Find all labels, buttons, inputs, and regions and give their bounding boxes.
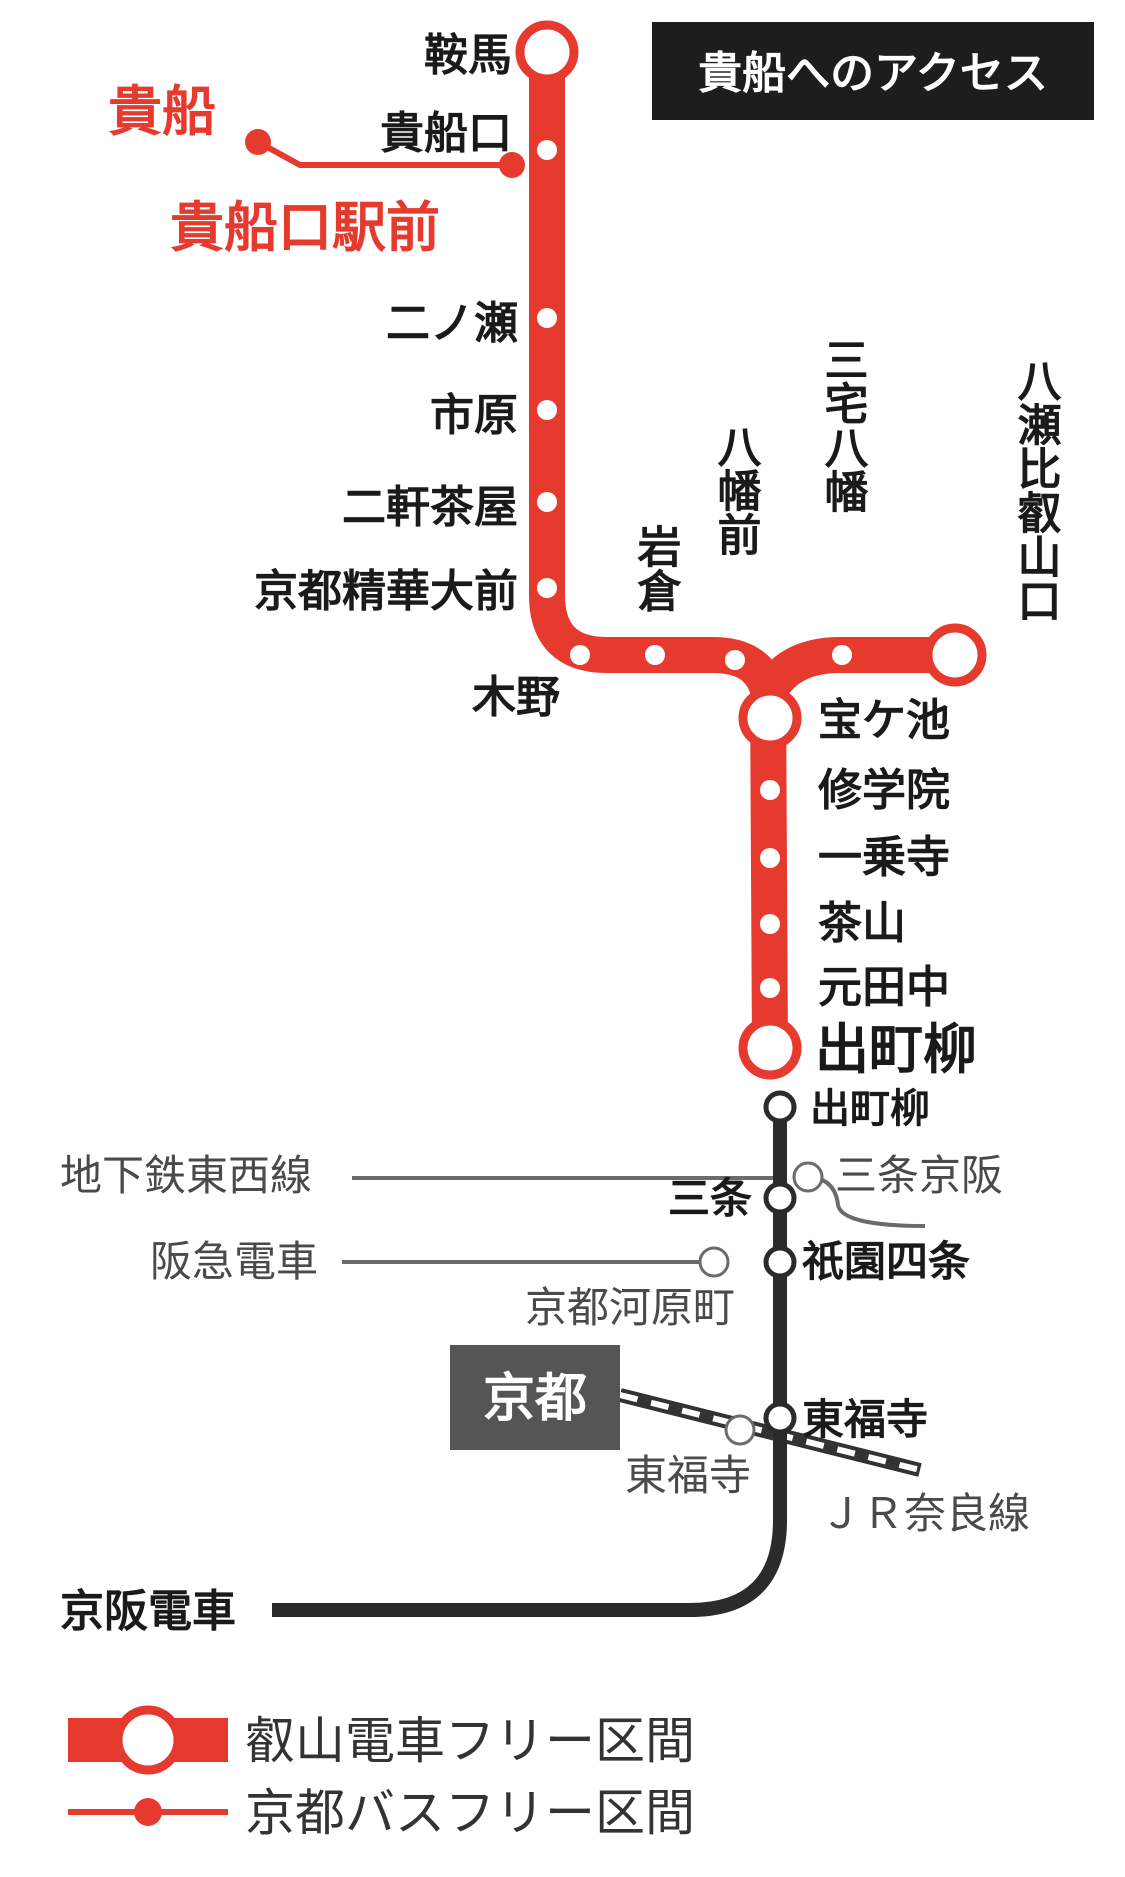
- label-keihan-sanjo: 三条: [668, 1174, 752, 1223]
- bus-stop-kibune: [245, 129, 271, 155]
- sanjo-keihan-connector: [807, 1175, 926, 1228]
- label-ichihara: 市原: [430, 390, 518, 441]
- station-demachiyanagi: [738, 1016, 802, 1080]
- legend: 叡山電車フリー区間 京都バスフリー区間: [68, 1705, 695, 1842]
- label-mototanaka: 元田中: [818, 962, 950, 1013]
- label-keihan-gion-shijo: 祇園四条: [802, 1237, 970, 1286]
- label-yase-hieizanguchi: 八瀬比叡山口: [1010, 358, 1062, 622]
- station-kurama: [515, 20, 579, 84]
- label-kibune: 貴船: [108, 80, 216, 143]
- label-sanjo-keihan: 三条京阪: [835, 1151, 1003, 1200]
- station-iwakura: [645, 645, 665, 665]
- station-chayama: [760, 914, 780, 934]
- keihan-station-tofukuji: [763, 1401, 797, 1435]
- station-shugakuin: [760, 780, 780, 800]
- label-hankyu: 阪急電車: [150, 1237, 318, 1286]
- station-kyoto-kawaramachi: [698, 1246, 730, 1278]
- keihan-line: [272, 1108, 787, 1617]
- legend-eizan-label: 叡山電車フリー区間: [245, 1712, 695, 1770]
- kyoto-station-label: 京都: [483, 1369, 587, 1429]
- station-ichihara: [537, 400, 557, 420]
- label-keihan-line: 京阪電車: [60, 1586, 236, 1637]
- title-box: [652, 22, 1094, 120]
- station-sanjo-keihan: [792, 1161, 824, 1193]
- legend-eizan-circle: [113, 1705, 183, 1775]
- station-kyoto-seika-daimae: [537, 578, 557, 598]
- bus-line: [256, 139, 512, 168]
- station-ninose: [537, 308, 557, 328]
- label-hachimanmae: 八幡前: [710, 424, 762, 556]
- kyoto-station-box: [450, 1345, 620, 1450]
- station-takaragaike: [738, 686, 802, 750]
- label-kyoto-seika-daimae: 京都精華大前: [254, 566, 518, 617]
- station-kibuneguchi: [537, 140, 557, 160]
- label-iwakura: 岩倉: [630, 524, 683, 612]
- label-ninose: 二ノ瀬: [386, 298, 518, 349]
- station-yase-hieizanguchi: [923, 623, 987, 687]
- label-kyoto-kawaramachi: 京都河原町: [525, 1283, 735, 1332]
- label-keihan-tofukuji: 東福寺: [802, 1395, 928, 1444]
- bus-stop-kibuneguchi-ekimae: [499, 152, 525, 178]
- keihan-station-gion-shijo: [763, 1245, 797, 1279]
- station-jr-tofukuji: [724, 1414, 756, 1446]
- label-miyake-hachiman: 三宅八幡: [817, 337, 869, 513]
- station-mototanaka: [760, 978, 780, 998]
- station-nikenchaya: [537, 492, 557, 512]
- station-ichijoji: [760, 848, 780, 868]
- label-takaragaike: 宝ケ池: [818, 695, 950, 746]
- legend-bus-dot: [134, 1798, 162, 1826]
- label-jr-nara-line: ＪＲ奈良線: [820, 1489, 1030, 1538]
- legend-bus-label: 京都バスフリー区間: [245, 1784, 695, 1842]
- label-kibuneguchi: 貴船口: [380, 108, 512, 159]
- keihan-station-demachiyanagi: [763, 1090, 797, 1124]
- label-nikenchaya: 二軒茶屋: [342, 482, 518, 533]
- label-kurama: 鞍馬: [424, 30, 512, 81]
- label-ichijoji: 一乗寺: [818, 832, 950, 883]
- station-kino: [570, 645, 590, 665]
- jr-nara-line-dash: [619, 1392, 921, 1473]
- label-jr-tofukuji: 東福寺: [625, 1451, 751, 1500]
- station-hachimanmae: [725, 650, 745, 670]
- station-miyake-hachiman: [832, 645, 852, 665]
- label-kibuneguchi-ekimae: 貴船口駅前: [170, 196, 440, 259]
- label-demachiyanagi: 出町柳: [815, 1018, 977, 1081]
- label-shugakuin: 修学院: [818, 765, 950, 816]
- label-chayama: 茶山: [818, 898, 906, 949]
- map-title: 貴船へのアクセス: [698, 48, 1048, 99]
- label-keihan-demachiyanagi: 出町柳: [810, 1086, 930, 1132]
- keihan-station-sanjo: [763, 1181, 797, 1215]
- label-subway-tozai: 地下鉄東西線: [60, 1151, 312, 1200]
- label-kino: 木野: [472, 672, 560, 723]
